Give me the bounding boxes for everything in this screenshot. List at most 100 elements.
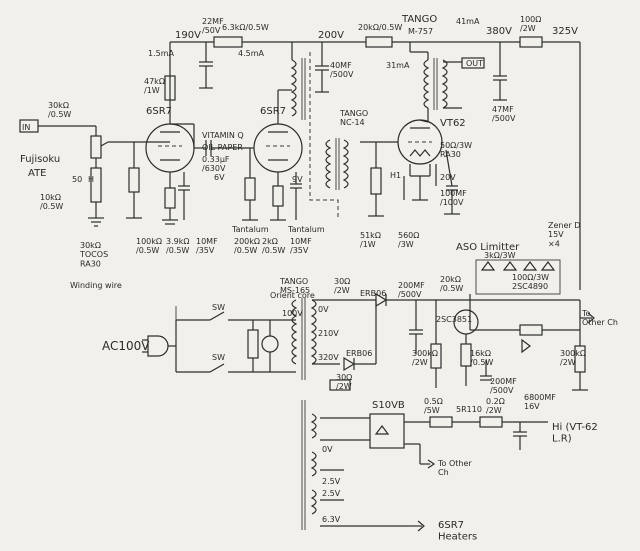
label-190v: 190V <box>175 30 201 41</box>
label-325v: 325V <box>552 26 578 37</box>
interstage-transformer-nc14 <box>290 58 349 190</box>
label-0v-b: 0V <box>322 445 333 454</box>
label-9v: 9V <box>292 175 303 184</box>
label-winding-wire: Winding wire <box>70 281 122 290</box>
output-transformer-m757 <box>423 58 448 110</box>
label-tantalum-b: Tantalum <box>287 225 325 234</box>
label-sw-a: SW <box>212 303 225 312</box>
label-22mf: 22MF/50V <box>202 17 224 35</box>
label-0-5ohm: 0.5Ω/5W <box>424 397 443 415</box>
label-300k-b: 300kΩ/2W <box>560 349 586 367</box>
label-200v: 200V <box>318 30 344 41</box>
label-atten-50: 50 <box>72 175 82 184</box>
aso-limiter-box <box>475 259 561 295</box>
label-atten-bot: 10kΩ/0.5W <box>40 193 63 211</box>
label-10mf-b: 10MF/35V <box>290 237 312 255</box>
label-210v: 210V <box>318 329 339 338</box>
label-100v: 100V <box>282 309 303 318</box>
tube-vt62 <box>397 119 443 165</box>
label-tube-a: 6SR7 <box>146 106 172 117</box>
label-out: OUT <box>466 59 483 68</box>
label-2-5v: 2.5V <box>322 477 341 486</box>
label-0-2ohm: 0.2Ω/2W <box>486 397 505 415</box>
label-4-5ma: 4.5mA <box>238 49 265 58</box>
label-100-top: 100Ω/2W <box>520 15 541 33</box>
label-erb06-b: ERB06 <box>346 349 372 358</box>
label-atten-top: 30kΩ/0.5W <box>48 101 71 119</box>
label-5r110: 5R110 <box>456 405 482 414</box>
label-200mf: 200MF/500V <box>398 281 425 299</box>
label-6k3: 6.3kΩ/0.5W <box>222 23 269 32</box>
label-560: 560Ω/3W <box>398 231 419 249</box>
label-ate: ATE <box>28 168 47 179</box>
label-51k: 51kΩ/1W <box>360 231 381 249</box>
label-sw-b: SW <box>212 353 225 362</box>
attenuator-upper-resistor <box>90 135 102 159</box>
label-20k-b: 20kΩ/0.5W <box>440 275 463 293</box>
label-20v: 20V <box>440 173 456 182</box>
label-oil-paper: OIL PAPER <box>202 143 243 152</box>
power-transformer-ms165 <box>291 298 317 530</box>
label-380v: 380V <box>486 26 512 37</box>
label-0v: 0V <box>318 305 329 314</box>
label-fujisoku: Fujisoku <box>20 154 60 165</box>
label-tango-top: TANGO <box>401 14 437 25</box>
label-ac100v: AC100V <box>102 339 150 353</box>
label-2k: 2kΩ/0.5W <box>262 237 285 255</box>
label-300k: 300kΩ/2W <box>412 349 438 367</box>
label-40mf: 40MF/500V <box>330 61 354 79</box>
tube-6sr7-first <box>145 123 195 173</box>
label-s10vb: S10VB <box>372 400 405 411</box>
label-3k9: 3.9kΩ/0.5W <box>166 237 189 255</box>
label-vitamin-q: VITAMIN Q <box>202 131 244 140</box>
label-100k: 100kΩ/0.5W <box>136 237 162 255</box>
label-atten-h: H <box>88 175 94 184</box>
label-41ma: 41mA <box>456 17 480 26</box>
label-aso: ASO Limitter <box>456 242 520 253</box>
label-1-5ma: 1.5mA <box>148 49 175 58</box>
label-200k: 200kΩ/0.5W <box>234 237 260 255</box>
label-31ma: 31mA <box>386 61 410 70</box>
label-30-2w-a: 30Ω/2W <box>334 277 350 295</box>
label-100mf: 100MF/100V <box>440 189 467 207</box>
label-200mf-b: 200MF/500V <box>490 377 517 395</box>
label-2-5v-b: 2.5V <box>322 489 341 498</box>
labels-layer: IN Fujisoku ATE 30kΩ/0.5W 10kΩ/0.5W 50 H… <box>20 14 618 543</box>
label-6-3v: 6.3V <box>322 515 341 524</box>
label-16k: 16kΩ/0.5W <box>470 349 493 367</box>
output-terminal <box>461 57 485 69</box>
label-h1: H1 <box>390 171 401 180</box>
label-6v: 6V <box>214 173 225 182</box>
ac-plug <box>142 335 169 357</box>
label-3k: 3kΩ/3W <box>484 251 516 260</box>
label-in: IN <box>22 123 30 132</box>
label-30-2w-b: 30Ω/2W <box>336 373 352 391</box>
label-2sc: 2SC3851 <box>436 315 472 324</box>
attenuator-lower-resistor <box>90 167 102 203</box>
label-orient: Orient core <box>270 291 315 300</box>
label-47mf: 47MF/500V <box>492 105 516 123</box>
label-tube-b: 6SR7 <box>260 106 286 117</box>
label-0-33uf: 0.33μF/630V <box>202 155 230 173</box>
label-erb06-a: ERB06 <box>360 289 386 298</box>
label-10mf-a: 10MF/35V <box>196 237 218 255</box>
label-vt62: VT62 <box>440 118 466 129</box>
label-20k: 20kΩ/0.5W <box>358 23 402 32</box>
tube-6sr7-second <box>253 123 303 173</box>
label-47k: 47kΩ/1W <box>144 77 165 95</box>
label-320v: 320V <box>318 353 339 362</box>
bridge-rectifier-s10vb <box>369 413 405 449</box>
